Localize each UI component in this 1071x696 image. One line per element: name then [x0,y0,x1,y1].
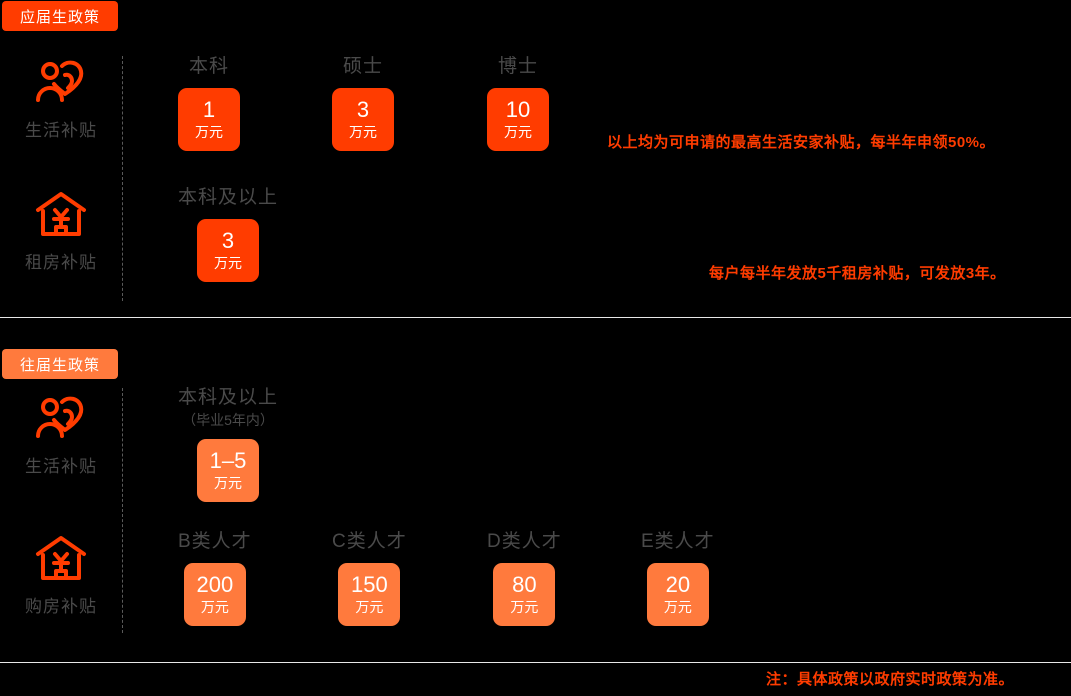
tier-label: 硕士 [342,56,383,77]
amount-value: 20 [665,572,691,597]
row-caption: 生活补贴 [25,121,97,140]
amount-card[interactable]: 200 万元 [183,563,246,626]
amount-card[interactable]: 80 万元 [493,563,556,626]
amount-card[interactable]: 10 万元 [487,88,549,151]
card-group-master-fresh: 硕士 3 万元 [332,55,394,151]
footer-note: 注：具体政策以政府实时政策为准。 [766,671,1015,688]
section-separator [0,317,1071,318]
card-group-undergrad-above-past: 本科及以上 （毕业5年内） 1–5 万元 [178,386,278,502]
house-yuan-icon [32,190,90,238]
amount-card[interactable]: 3 万元 [197,219,259,282]
card-group-talent-c: C类人才 150 万元 [332,530,407,626]
tier-sublabel: （毕业5年内） [182,412,274,428]
amount-unit: 万元 [355,599,384,615]
section-1-divider [122,56,123,301]
amount-value: 3 [356,97,370,122]
row-caption: 生活补贴 [25,457,97,476]
amount-unit: 万元 [214,475,242,491]
row-head-living-subsidy-fresh: 生活补贴 [0,58,122,141]
section-badge-fresh-graduate: 应届生政策 [2,1,118,31]
footer-separator [0,662,1071,663]
section-badge-past-graduate: 往届生政策 [2,349,118,379]
card-group-talent-d: D类人才 80 万元 [487,530,562,626]
tier-label: B类人才 [178,531,252,552]
tier-label: D类人才 [487,531,562,552]
section-2-divider [122,388,123,633]
card-group-talent-e: E类人才 20 万元 [641,530,715,626]
amount-unit: 万元 [504,124,532,140]
row-caption: 购房补贴 [25,597,97,616]
amount-unit: 万元 [663,599,692,615]
note-living-subsidy-fresh: 以上均为可申请的最高生活安家补贴，每半年申领50%。 [607,134,996,151]
amount-card[interactable]: 20 万元 [646,563,709,626]
amount-card[interactable]: 150 万元 [338,563,401,626]
tier-label: 博士 [497,56,538,77]
card-group-undergrad-above-rent: 本科及以上 3 万元 [178,186,278,282]
amount-unit: 万元 [214,255,242,271]
amount-unit: 万元 [510,599,539,615]
row-caption: 租房补贴 [25,253,97,272]
amount-value: 1–5 [209,448,247,473]
amount-card[interactable]: 1–5 万元 [197,439,259,502]
tier-label: C类人才 [332,531,407,552]
amount-card[interactable]: 1 万元 [178,88,240,151]
amount-card[interactable]: 3 万元 [332,88,394,151]
card-group-talent-b: B类人才 200 万元 [178,530,252,626]
amount-value: 150 [351,572,388,597]
tier-label: E类人才 [641,531,715,552]
amount-value: 1 [202,97,216,122]
person-heart-icon [32,394,90,442]
tier-label: 本科及以上 [178,387,279,408]
row-head-home-purchase-subsidy: 购房补贴 [0,534,122,617]
amount-unit: 万元 [195,124,223,140]
amount-value: 10 [505,97,531,122]
amount-unit: 万元 [349,124,377,140]
amount-value: 80 [512,572,537,597]
person-heart-icon [32,58,90,106]
amount-unit: 万元 [200,599,229,615]
amount-value: 3 [221,228,235,253]
house-yuan-icon [32,534,90,582]
row-head-living-subsidy-past: 生活补贴 [0,394,122,477]
tier-label: 本科 [188,56,229,77]
amount-value: 200 [196,572,234,597]
row-head-rent-subsidy-fresh: 租房补贴 [0,190,122,273]
card-group-undergrad-fresh: 本科 1 万元 [178,55,240,151]
note-rent-subsidy-fresh: 每户每半年发放5千租房补贴，可发放3年。 [709,265,1006,282]
tier-label: 本科及以上 [178,187,279,208]
card-group-phd-fresh: 博士 10 万元 [487,55,549,151]
